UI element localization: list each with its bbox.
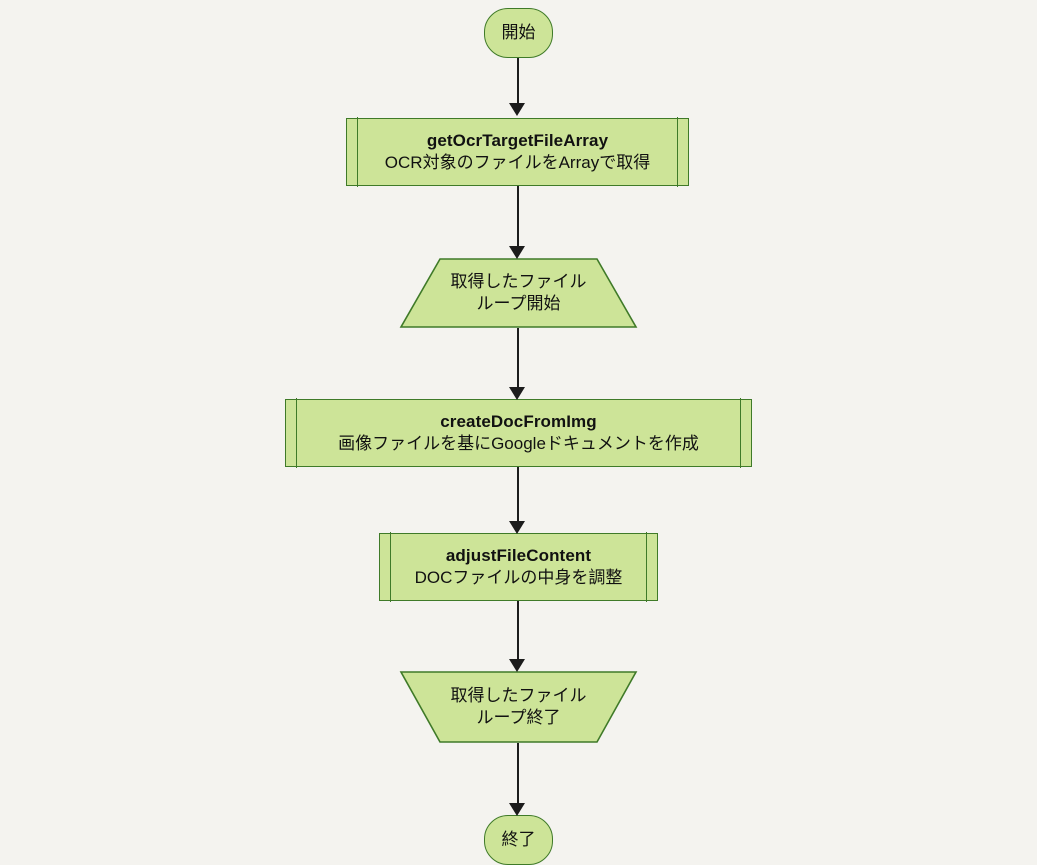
- connector-loop-end-to-end: [517, 743, 519, 805]
- arrowhead-loop-end-to-end: [509, 803, 525, 816]
- node-create-doc-from-img-text: createDocFromImg 画像ファイルを基にGoogleドキュメントを作…: [338, 411, 699, 455]
- node-loop-end[interactable]: 取得したファイル ループ終了: [399, 671, 638, 743]
- node-end-text: 終了: [502, 829, 536, 851]
- node-create-doc-from-img-description: 画像ファイルを基にGoogleドキュメントを作成: [338, 434, 699, 453]
- connector-get-ocr-target-file-array-to-loop-start: [517, 186, 519, 248]
- node-create-doc-from-img-function: createDocFromImg: [440, 411, 597, 431]
- node-create-doc-from-img[interactable]: createDocFromImg 画像ファイルを基にGoogleドキュメントを作…: [285, 398, 752, 468]
- node-get-ocr-target-file-array-text: getOcrTargetFileArray OCR対象のファイルをArrayで取…: [385, 130, 650, 174]
- node-get-ocr-target-file-array-description: OCR対象のファイルをArrayで取得: [384, 153, 651, 172]
- arrowhead-get-ocr-target-file-array-to-loop-start: [509, 246, 525, 259]
- connector-create-doc-from-img-to-adjust-file-content: [517, 467, 519, 523]
- arrowhead-create-doc-from-img-to-adjust-file-content: [509, 521, 525, 534]
- node-start-label: 開始: [501, 22, 536, 42]
- arrowhead-loop-start-to-create-doc-from-img: [509, 387, 525, 400]
- loop-start-shape: [399, 258, 638, 328]
- node-adjust-file-content-text: adjustFileContent DOCファイルの中身を調整: [415, 545, 623, 589]
- arrowhead-adjust-file-content-to-loop-end: [509, 659, 525, 672]
- connector-adjust-file-content-to-loop-end: [517, 601, 519, 662]
- node-end[interactable]: 終了: [484, 815, 553, 865]
- node-adjust-file-content[interactable]: adjustFileContent DOCファイルの中身を調整: [379, 532, 658, 602]
- node-get-ocr-target-file-array[interactable]: getOcrTargetFileArray OCR対象のファイルをArrayで取…: [346, 117, 689, 187]
- node-end-label: 終了: [501, 829, 536, 849]
- node-start-text: 開始: [502, 22, 536, 44]
- connector-start-to-get-ocr-target-file-array: [517, 58, 519, 105]
- node-adjust-file-content-description: DOCファイルの中身を調整: [414, 568, 623, 587]
- node-get-ocr-target-file-array-function: getOcrTargetFileArray: [426, 130, 609, 150]
- loop-end-shape: [399, 671, 638, 743]
- arrowhead-start-to-get-ocr-target-file-array: [509, 103, 525, 116]
- node-adjust-file-content-function: adjustFileContent: [445, 545, 592, 565]
- node-start[interactable]: 開始: [484, 8, 553, 58]
- connector-loop-start-to-create-doc-from-img: [517, 328, 519, 389]
- node-loop-start[interactable]: 取得したファイル ループ開始: [399, 258, 638, 328]
